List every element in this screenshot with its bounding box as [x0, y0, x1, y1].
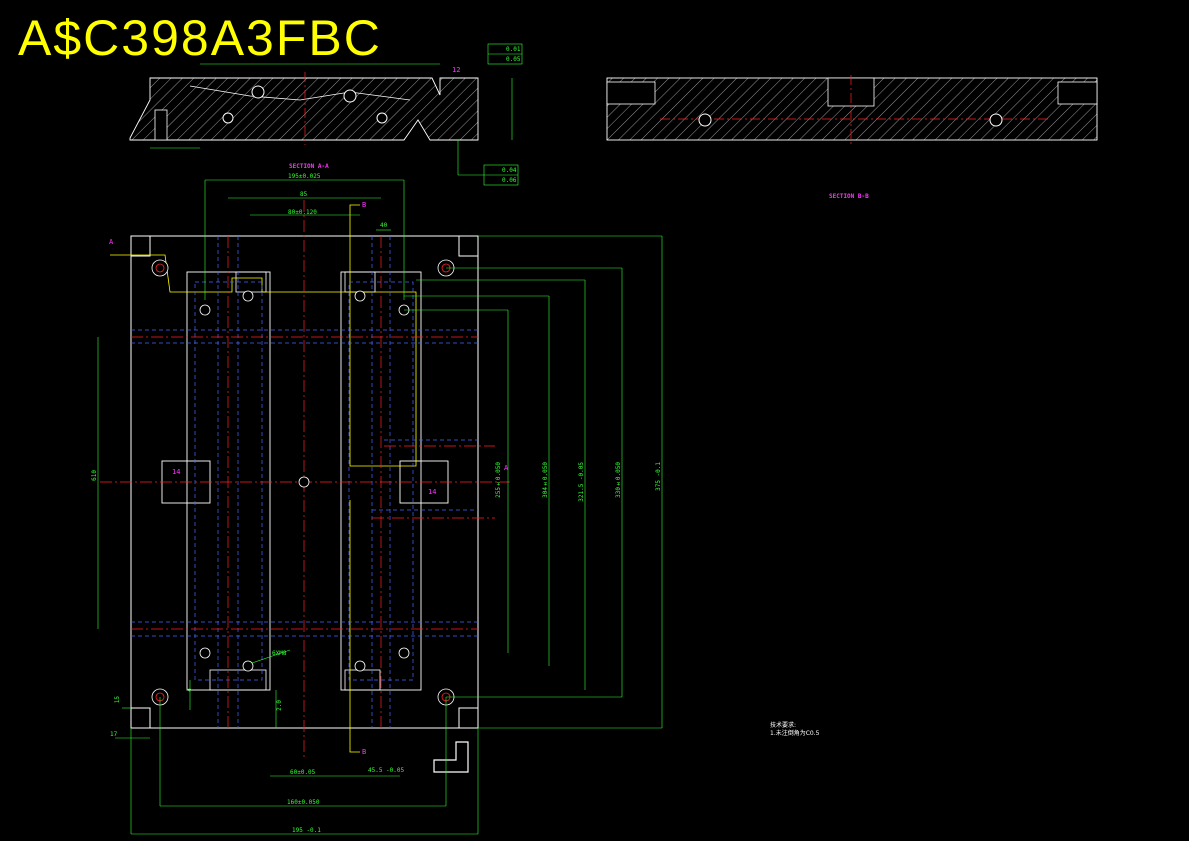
dim-bottom-195: 195 -0.1 [292, 827, 321, 834]
section-bb-view [606, 75, 1098, 145]
dim-bottom-160: 160±0.050 [287, 799, 320, 806]
section-bb-right-slot [1057, 81, 1098, 105]
section-bb-hole-right [989, 113, 1003, 127]
dim-right-5: 375 -0.1 [655, 462, 662, 491]
section-aa-body [129, 77, 479, 141]
plan-view [97, 179, 663, 835]
corner-notch-tl [131, 236, 151, 257]
dim-small-4: 4 [186, 688, 193, 692]
dim-width-40: 40 [380, 222, 388, 229]
corner-notch-tr [458, 236, 478, 257]
center-lines [100, 200, 510, 760]
tolerance-bottom-a: 0.04 [502, 167, 517, 174]
corner-notch-br [458, 707, 478, 728]
marker-b-top: B [362, 201, 367, 209]
dim-right-1: 255±0.050 [495, 462, 502, 498]
corner-notch-bl [131, 707, 151, 728]
dim-right-4: 330±0.050 [615, 462, 622, 498]
dim-leader: 6XM8 [272, 650, 287, 657]
drawing-title: A$C398A3FBC [18, 10, 382, 66]
marker-a-right: A [504, 464, 509, 472]
marker-a-left: A [109, 238, 114, 246]
dim-width-120: 80±0.120 [288, 209, 317, 216]
section-aa-hole-2 [343, 89, 357, 103]
marker-b-bottom: B [362, 748, 367, 756]
runner-path-bottom [349, 500, 360, 753]
dim-top-width: 195±0.025 [288, 173, 321, 180]
notes-line-1: 1.未注倒角为C0.5 [770, 730, 820, 737]
l-bracket-mark [433, 741, 469, 773]
section-bb-label: SECTION B-B [829, 193, 869, 200]
runner-path [110, 204, 417, 467]
dim-small-17: 17 [110, 731, 118, 738]
section-aa-slot [154, 109, 168, 141]
section-aa-label: SECTION A-A [289, 163, 329, 170]
marker-14-left: 14 [172, 468, 181, 476]
section-aa-hole-1 [251, 85, 265, 99]
section-aa-view [129, 43, 523, 186]
dim-right-2: 304±0.050 [542, 462, 549, 498]
dim-bottom-60: 60±0.05 [290, 769, 316, 776]
tolerance-leader [457, 140, 484, 176]
dim-bottom-45: 45.5 -0.05 [368, 767, 405, 774]
pocket-left [186, 271, 271, 691]
notes-heading: 技术要求: [770, 722, 797, 729]
dim-right-3: 321.5 -0.05 [578, 462, 585, 502]
dimension-lines [97, 179, 663, 835]
section-bb-left-slot [606, 81, 656, 105]
holes [151, 259, 455, 706]
tolerance-top-b: 0.05 [506, 56, 521, 63]
section-aa-hole-3 [222, 112, 234, 124]
section-aa-groove [189, 85, 411, 101]
marker-14-right: 14 [428, 488, 437, 496]
dim-left-610: 610 [91, 470, 98, 481]
section-aa-hole-4 [376, 112, 388, 124]
dim-small-15: 15 [114, 696, 121, 704]
dim-pin-z: 2.0 [276, 700, 283, 711]
marker-12: 12 [452, 66, 461, 74]
dim-width-85: 85 [300, 191, 308, 198]
section-bb-hole-left [698, 113, 712, 127]
tolerance-top-a: 0.01 [506, 46, 521, 53]
tolerance-bottom-b: 0.06 [502, 177, 517, 184]
